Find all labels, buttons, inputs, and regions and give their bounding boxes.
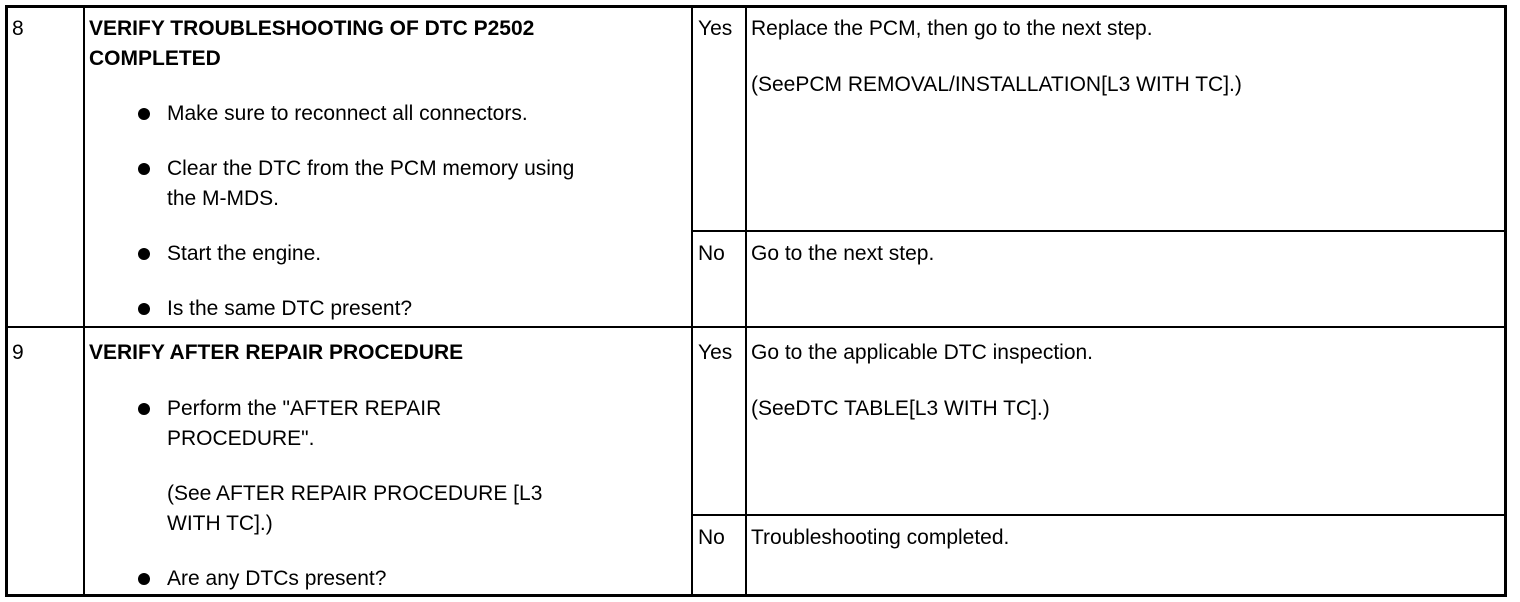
checklist-item: Perform the "AFTER REPAIR (167, 397, 442, 420)
yes-action: Go to the applicable DTC inspection. (751, 341, 1094, 364)
checklist-item-continued: PROCEDURE". (167, 427, 315, 450)
step-8-checklist: Make sure to reconnect all connectors. C… (89, 8, 689, 326)
step-9-checklist: Perform the "AFTER REPAIR PROCEDURE". (S… (89, 328, 689, 594)
step-title-continued: COMPLETED (89, 47, 221, 70)
after-repair-reference-continued[interactable]: WITH TC].) (167, 512, 273, 535)
troubleshooting-table: 8 VERIFY TROUBLESHOOTING OF DTC P2502 CO… (5, 5, 1507, 597)
no-label: No (698, 242, 725, 265)
checklist-item: Make sure to reconnect all connectors. (167, 102, 528, 125)
checklist-item: Clear the DTC from the PCM memory using (167, 157, 575, 180)
no-label: No (698, 526, 725, 549)
checklist-item-continued: the M-MDS. (167, 187, 280, 210)
column-divider (745, 8, 747, 594)
no-action: Troubleshooting completed. (751, 526, 1010, 549)
row-divider (691, 514, 1504, 516)
column-divider (691, 8, 693, 594)
after-repair-reference-link[interactable]: (See AFTER REPAIR PROCEDURE [L3 (167, 482, 543, 505)
no-action: Go to the next step. (751, 242, 935, 265)
checklist-item: Start the engine. (167, 242, 322, 265)
bullet-icon (138, 108, 150, 120)
row-divider (691, 230, 1504, 232)
step-number: 9 (12, 341, 24, 364)
column-divider (83, 8, 85, 594)
row-divider (8, 326, 1504, 328)
bullet-icon (138, 248, 150, 260)
yes-reference-link[interactable]: (SeeDTC TABLE[L3 WITH TC].) (751, 397, 1050, 420)
yes-label: Yes (698, 341, 733, 364)
checklist-item: Is the same DTC present? (167, 297, 413, 320)
bullet-icon (138, 573, 150, 585)
step-title: VERIFY AFTER REPAIR PROCEDURE (89, 341, 464, 364)
step-title: VERIFY TROUBLESHOOTING OF DTC P2502 (89, 17, 535, 40)
yes-action: Replace the PCM, then go to the next ste… (751, 17, 1153, 40)
checklist-item: Are any DTCs present? (167, 567, 387, 590)
bullet-icon (138, 303, 150, 315)
yes-label: Yes (698, 17, 733, 40)
yes-reference-link[interactable]: (SeePCM REMOVAL/INSTALLATION[L3 WITH TC]… (751, 73, 1242, 96)
bullet-icon (138, 163, 150, 175)
bullet-icon (138, 403, 150, 415)
step-number: 8 (12, 17, 24, 40)
